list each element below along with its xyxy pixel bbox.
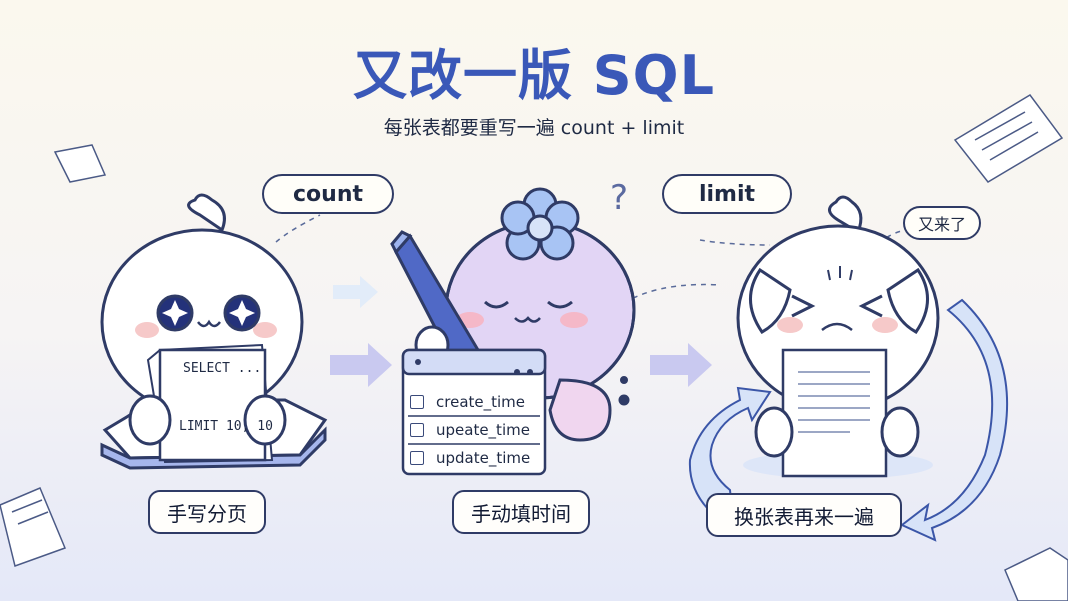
- checkbox-icon: [410, 423, 424, 437]
- field-row: update_time: [410, 444, 544, 472]
- field-row: create_time: [410, 388, 544, 416]
- sql-limit-text: LIMIT 10, 10: [179, 419, 273, 434]
- character-2: [390, 187, 636, 476]
- question-mark-icon: ?: [610, 178, 629, 218]
- field-name: create_time: [436, 393, 526, 411]
- character-3: [736, 195, 940, 479]
- field-name: upeate_time: [436, 421, 530, 439]
- step-label-2: 手动填时间: [452, 490, 590, 534]
- flow-arrow-icon: [330, 276, 712, 387]
- checkbox-icon: [410, 451, 424, 465]
- sql-select-text: SELECT ...: [183, 361, 262, 376]
- bubble-again: 又来了: [903, 206, 981, 240]
- step-label-1: 手写分页: [148, 490, 266, 534]
- step-label-3: 换张表再来一遍: [706, 493, 902, 537]
- bubble-limit: limit: [662, 174, 792, 214]
- floating-paper-icon: [0, 94, 1068, 601]
- character-1: [100, 193, 328, 470]
- page-subtitle: 每张表都要重写一遍 count + limit: [383, 117, 685, 139]
- field-name: update_time: [436, 449, 531, 467]
- page-title: 又改一版 SQL: [352, 44, 715, 107]
- bubble-count: count: [262, 174, 394, 214]
- checkbox-icon: [410, 395, 424, 409]
- field-row: upeate_time: [410, 416, 544, 444]
